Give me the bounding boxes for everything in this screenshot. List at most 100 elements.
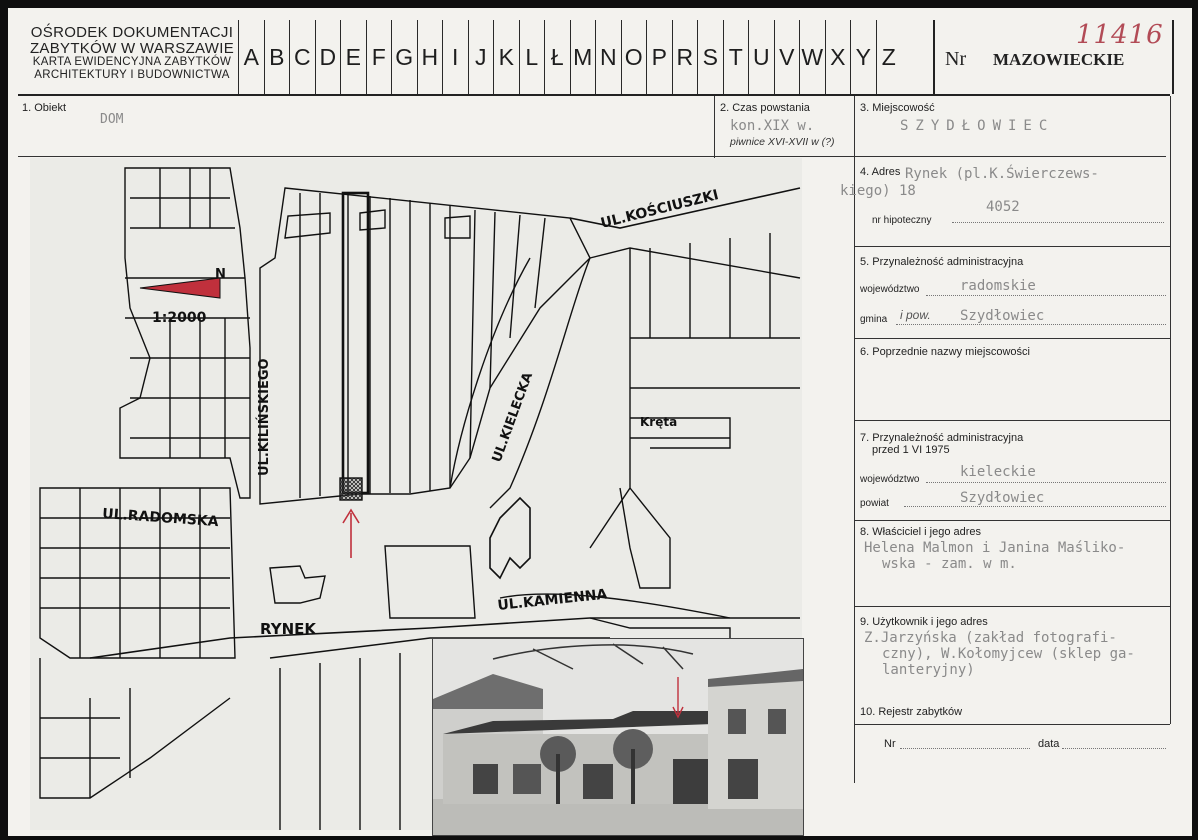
handwritten-number: 11416 bbox=[1076, 20, 1164, 50]
field3-value: SZYDŁOWIEC bbox=[900, 118, 1055, 134]
street-kreta: Kręta bbox=[640, 415, 677, 429]
photo-drawing bbox=[433, 639, 803, 835]
frame-line bbox=[1170, 96, 1171, 724]
field8-label: 8. Właściciel i jego adres bbox=[860, 526, 982, 538]
field7-woj-label: województwo bbox=[860, 474, 920, 485]
field5-woj-value: radomskie bbox=[960, 278, 1036, 294]
field9-value-line2: czny), W.Kołomyjcew (sklep ga- bbox=[882, 646, 1135, 662]
north-arrow-icon bbox=[139, 277, 221, 299]
index-letter: N bbox=[595, 20, 621, 94]
field1-label: 1. Obiekt bbox=[22, 102, 67, 114]
index-letter: B bbox=[263, 20, 290, 94]
field7-label-line2: przed 1 VI 1975 bbox=[872, 444, 950, 456]
index-letter: H bbox=[416, 20, 443, 94]
index-letter: E bbox=[340, 20, 366, 94]
field2-note: piwnice XVI-XVII w (?) bbox=[730, 136, 835, 148]
index-letter: K bbox=[493, 20, 519, 94]
index-letter: Z bbox=[875, 20, 902, 94]
street-kilinskiego: UL.KILIŃSKIEGO bbox=[256, 358, 272, 476]
building-photo bbox=[432, 638, 804, 836]
index-letter: W bbox=[799, 20, 825, 94]
dotted-line bbox=[926, 482, 1166, 483]
field7-powiat-value: Szydłowiec bbox=[960, 490, 1045, 506]
dotted-line bbox=[904, 506, 1166, 507]
scale-label: 1:2000 bbox=[152, 310, 207, 326]
index-letter: I bbox=[442, 20, 468, 94]
dotted-line bbox=[1062, 748, 1166, 749]
index-letter: A bbox=[238, 20, 264, 94]
field6-label: 6. Poprzednie nazwy miejscowości bbox=[860, 346, 1030, 358]
map-drawing: N 1:2000 UL.KOŚCIUSZKI UL.KILIŃSKIEGO UL… bbox=[39, 167, 801, 830]
field5-label: 5. Przynależność administracyjna bbox=[860, 256, 1024, 268]
index-letter: F bbox=[365, 20, 392, 94]
location-arrow-icon bbox=[342, 508, 360, 558]
institution-line-3: KARTA EWIDENCYJNA ZABYTKÓW bbox=[32, 56, 232, 68]
field4-hip-value: 4052 bbox=[986, 199, 1020, 215]
field1-value: DOM bbox=[100, 112, 124, 127]
field2-label: 2. Czas powstania bbox=[720, 102, 810, 114]
field10-data-label: data bbox=[1038, 738, 1060, 750]
field3-label: 3. Miejscowość bbox=[860, 102, 935, 114]
row-divider bbox=[854, 724, 1170, 725]
index-letter: Y bbox=[850, 20, 876, 94]
street-kielecka: UL.KIELECKA bbox=[490, 371, 536, 465]
voivodeship-value: MAZOWIECKIE bbox=[993, 50, 1125, 69]
header-divider bbox=[18, 94, 1170, 96]
field9-value-line3: lanteryjny) bbox=[882, 662, 975, 678]
field7-woj-value: kieleckie bbox=[960, 464, 1036, 480]
row-divider bbox=[854, 338, 1170, 339]
index-letter: C bbox=[289, 20, 315, 94]
field2-value: kon.XIX w. bbox=[730, 118, 815, 134]
field8-value-line2: wska - zam. w m. bbox=[882, 556, 1017, 572]
index-letter: Ł bbox=[544, 20, 570, 94]
row-divider bbox=[854, 420, 1170, 421]
field4-hip-label: nr hipoteczny bbox=[872, 215, 932, 226]
dotted-line bbox=[900, 748, 1030, 749]
record-card: OŚRODEK DOKUMENTACJI ZABYTKÓW W WARSZAWI… bbox=[8, 8, 1192, 836]
index-letter: X bbox=[824, 20, 851, 94]
field4-label: 4. Adres bbox=[860, 166, 901, 178]
row-divider bbox=[854, 606, 1170, 607]
institution-line-4: ARCHITEKTURY I BUDOWNICTWA bbox=[34, 68, 230, 81]
dotted-line bbox=[952, 222, 1164, 223]
row1-divider bbox=[18, 156, 1166, 157]
index-letter: R bbox=[671, 20, 698, 94]
index-letter: J bbox=[467, 20, 494, 94]
index-letter: O bbox=[620, 20, 647, 94]
divider bbox=[714, 96, 715, 158]
dotted-line bbox=[926, 295, 1166, 296]
field7-label-line1: 7. Przynależność administracyjna bbox=[860, 432, 1024, 444]
index-letter: G bbox=[391, 20, 417, 94]
row-divider bbox=[854, 520, 1170, 521]
field5-woj-label: województwo bbox=[860, 284, 920, 295]
field10-nr-label: Nr bbox=[884, 738, 896, 750]
field9-value-line1: Z.Jarzyńska (zakład fotografi- bbox=[864, 630, 1117, 646]
divider bbox=[854, 96, 855, 783]
nr-label: Nr bbox=[945, 48, 967, 70]
field10-label: 10. Rejestr zabytków bbox=[860, 706, 963, 718]
field5-gmina-value: Szydłowiec bbox=[960, 308, 1045, 324]
field4-value-line2: kiego) 18 bbox=[840, 183, 916, 199]
nr-box: Nr MAZOWIECKIE bbox=[933, 20, 1174, 94]
index-letter: D bbox=[314, 20, 341, 94]
north-label: N bbox=[215, 267, 226, 282]
index-letter: M bbox=[569, 20, 596, 94]
square-rynek: RYNEK bbox=[260, 620, 317, 638]
index-letter: L bbox=[518, 20, 545, 94]
dotted-line bbox=[896, 324, 1166, 325]
index-letter: V bbox=[773, 20, 800, 94]
index-letter: U bbox=[748, 20, 774, 94]
field5-gmina-label: gmina bbox=[860, 314, 888, 325]
institution-header: OŚRODEK DOKUMENTACJI ZABYTKÓW W WARSZAWI… bbox=[26, 24, 238, 82]
field9-label: 9. Użytkownik i jego adres bbox=[860, 616, 988, 628]
field4-value-line1: Rynek (pl.K.Świerczews- bbox=[905, 166, 1099, 182]
institution-line-1: OŚRODEK DOKUMENTACJI bbox=[30, 24, 234, 41]
street-kamienna: UL.KAMIENNA bbox=[497, 587, 608, 614]
photo-arrow-icon bbox=[672, 677, 684, 719]
field8-value-line1: Helena Malmon i Janina Maśliko- bbox=[864, 540, 1126, 556]
index-letter: S bbox=[697, 20, 723, 94]
field5-gmina-prefix: i pow. bbox=[900, 308, 931, 322]
row-divider bbox=[854, 246, 1170, 247]
index-letter: T bbox=[722, 20, 749, 94]
